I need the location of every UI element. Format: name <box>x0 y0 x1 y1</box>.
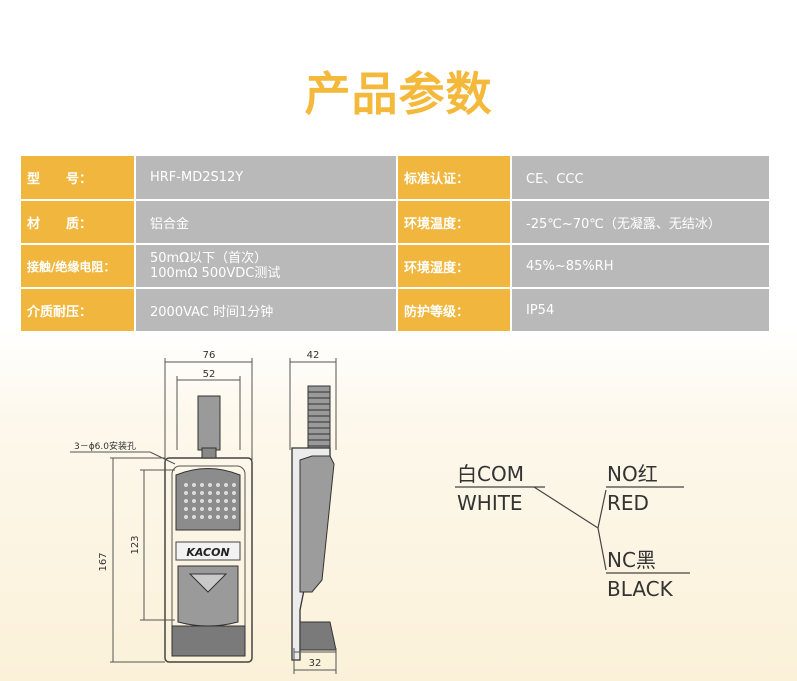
technical-drawing: 76 52 42 32 167 123 3－ϕ6.0安装孔 KACON 白COM… <box>70 350 690 674</box>
page-title: 产品参数 <box>304 67 493 121</box>
spec-value: IP54 <box>511 288 769 333</box>
spec-value-line: 50mΩ以下（首次） <box>150 251 268 266</box>
nc-label: NC黑 <box>607 548 656 572</box>
spec-value: CE、CCC <box>511 156 769 201</box>
dim-76: 76 <box>203 350 216 361</box>
dim-52: 52 <box>203 369 216 380</box>
spec-value: 铝合金 <box>135 200 398 245</box>
spec-label: 接触/绝缘电阻： <box>21 244 136 289</box>
dim-32: 32 <box>309 658 322 669</box>
spec-value: -25℃~70℃（无凝露、无结冰） <box>511 200 769 245</box>
spec-row: 接触/绝缘电阻： 50mΩ以下（首次） 100mΩ 500VDC测试 环境湿度：… <box>21 244 769 289</box>
spec-label: 环境湿度： <box>397 244 512 289</box>
nc-color: BLACK <box>607 577 674 601</box>
brand-logo: KACON <box>186 546 229 559</box>
side-view <box>289 358 337 674</box>
dim-123: 123 <box>130 535 141 554</box>
com-label: 白COM <box>457 462 524 486</box>
com-color: WHITE <box>457 491 523 515</box>
spec-value: HRF-MD2S12Y <box>135 156 398 201</box>
spec-value: 50mΩ以下（首次） 100mΩ 500VDC测试 <box>135 244 398 289</box>
spec-label: 环境温度： <box>397 200 512 245</box>
no-label: NO红 <box>607 462 658 486</box>
spec-label: 防护等级： <box>397 288 512 333</box>
spring-icon <box>197 395 221 459</box>
spec-label: 型 号： <box>21 156 136 201</box>
spec-value-line: 100mΩ 500VDC测试 <box>150 266 281 281</box>
spec-value: 2000VAC 时间1分钟 <box>135 288 398 333</box>
hole-note: 3－ϕ6.0安装孔 <box>74 440 136 452</box>
spec-table: 型 号： HRF-MD2S12Y 标准认证： CE、CCC 材 质： 铝合金 环… <box>21 156 769 333</box>
spec-label: 标准认证： <box>397 156 512 201</box>
spec-row: 介质耐压： 2000VAC 时间1分钟 防护等级： IP54 <box>21 288 769 333</box>
spec-label: 材 质： <box>21 200 136 245</box>
spec-label: 介质耐压： <box>21 288 136 333</box>
spec-row: 材 质： 铝合金 环境温度： -25℃~70℃（无凝露、无结冰） <box>21 200 769 245</box>
no-color: RED <box>607 491 649 515</box>
dim-167: 167 <box>98 552 109 571</box>
front-view <box>70 358 253 663</box>
spec-row: 型 号： HRF-MD2S12Y 标准认证： CE、CCC <box>21 156 769 201</box>
spec-value: 45%~85%RH <box>511 244 769 289</box>
dim-42: 42 <box>307 350 320 361</box>
wiring-diagram <box>455 486 690 574</box>
spring-icon <box>307 385 331 457</box>
